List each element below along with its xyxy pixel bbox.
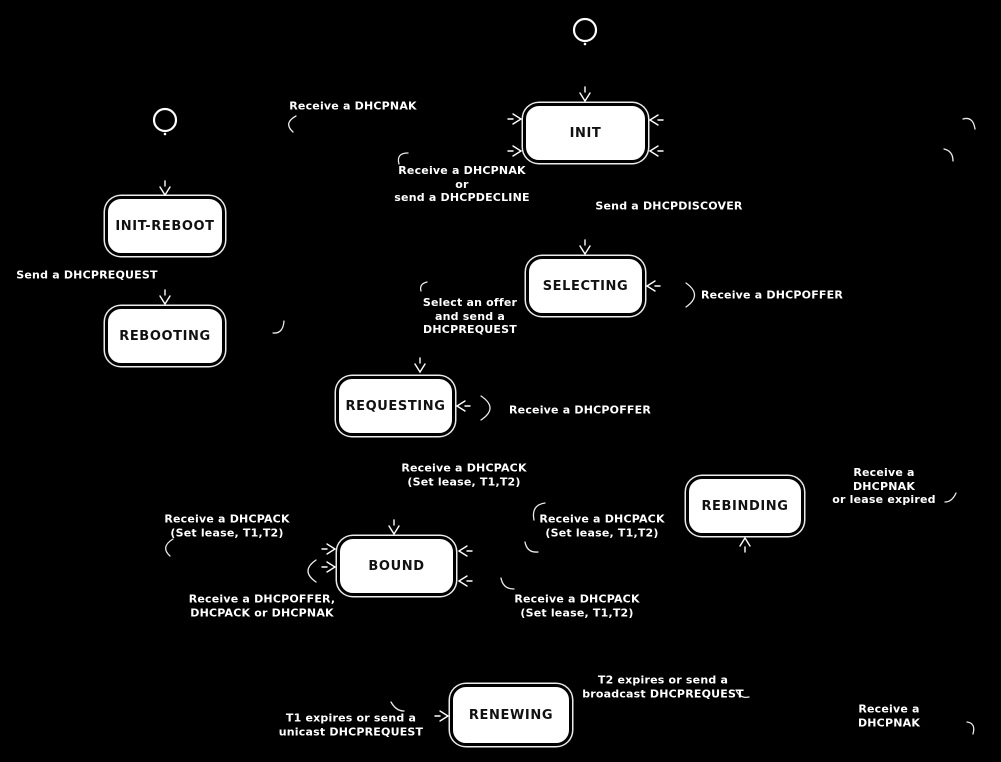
state-rebooting: REBOOTING (105, 306, 225, 366)
state-label: BOUND (368, 558, 425, 574)
curved-corner-arc (398, 153, 408, 164)
state-selecting: SELECTING (526, 256, 645, 316)
label-requesting-loop-dhcpoffer: Receive a DHCPOFFER (508, 403, 652, 417)
state-label: RENEWING (468, 707, 554, 723)
state-init-reboot: INIT-REBOOT (105, 196, 225, 256)
label-bound-loop-ignore: Receive a DHCPOFFER, DHCPACK or DHCPNAK (188, 592, 336, 620)
curved-corner-arc (967, 722, 974, 734)
state-label: SELECTING (542, 278, 629, 294)
label-select-offer-send-request: Select an offer and send a DHCPREQUEST (422, 295, 518, 336)
arrowhead-icon (322, 562, 335, 572)
arrowhead-icon (580, 240, 590, 254)
state-renewing: RENEWING (450, 684, 572, 746)
label-t1-expires: T1 expires or send a unicast DHCPREQUEST (278, 711, 424, 739)
arrowhead-icon (508, 114, 521, 124)
state-label: REBOOTING (119, 328, 211, 344)
curved-corner-arc (501, 578, 514, 589)
arrowhead-icon (457, 401, 470, 411)
self-loop-arc (308, 560, 316, 582)
state-label: REQUESTING (345, 398, 446, 414)
curved-corner-arc (421, 282, 427, 291)
arrowhead-icon (508, 146, 521, 156)
label-rebooting-to-init: Receive a DHCPNAK (289, 99, 417, 113)
label-requesting-to-bound-ack: Receive a DHCPACK (Set lease, T1,T2) (401, 461, 527, 489)
curved-corner-arc (525, 542, 538, 552)
label-rebinding-to-init-nak: Receive a DHCPNAK or lease expired (832, 465, 936, 506)
label-to-init-nak-or-decline: Receive a DHCPNAK or send a DHCPDECLINE (394, 163, 530, 204)
arrowhead-icon (647, 281, 660, 291)
edge-dot (163, 132, 167, 136)
label-renewing-to-bound-ack: Receive a DHCPACK (Set lease, T1,T2) (539, 512, 665, 540)
arrowhead-icon (322, 544, 335, 554)
arrowhead-icon (459, 576, 472, 586)
arrowhead-icon (650, 146, 663, 156)
state-bound: BOUND (337, 536, 456, 596)
arrowhead-icon (415, 358, 425, 372)
arrowhead-icons (160, 87, 750, 721)
arrowhead-icon (580, 87, 590, 101)
curved-corner-arc (963, 118, 975, 129)
arrowhead-icon (160, 181, 170, 195)
curved-corner-arc (944, 149, 953, 161)
label-send-dhcpdiscover: Send a DHCPDISCOVER (595, 199, 743, 213)
curved-corner-arc (166, 539, 173, 556)
state-requesting: REQUESTING (336, 376, 455, 436)
edge-corner-arcs (166, 116, 975, 734)
arrowhead-icon (650, 115, 663, 125)
curved-corner-arc (945, 493, 956, 502)
label-send-dhcprequest: Send a DHCPREQUEST (16, 268, 158, 282)
edge-dot (583, 42, 587, 46)
curved-corner-arc (289, 116, 296, 132)
start-state-icon (574, 19, 596, 41)
state-label: INIT-REBOOT (115, 218, 215, 234)
arrowhead-icon (435, 711, 448, 721)
curved-corner-arc (273, 321, 284, 333)
arrowhead-icon (459, 546, 472, 556)
curved-corner-arc (533, 503, 545, 520)
curved-corner-arc (736, 690, 749, 697)
label-rebooting-to-bound-ack: Receive a DHCPACK (Set lease, T1,T2) (164, 512, 290, 540)
state-label: REBINDING (701, 498, 789, 514)
state-rebinding: REBINDING (686, 476, 804, 536)
arrowhead-icon (160, 290, 170, 304)
label-t2-expires: T2 expires or send a broadcast DHCPREQUE… (582, 673, 744, 701)
arrowhead-icon (740, 538, 750, 552)
self-loop-arc (686, 283, 695, 307)
state-init: INIT (523, 103, 648, 163)
state-label: INIT (569, 125, 602, 141)
curved-corner-arc (391, 702, 404, 711)
label-selecting-loop-dhcpoffer: Receive a DHCPOFFER (700, 288, 844, 302)
self-loop-arc (481, 396, 490, 420)
label-rebinding-to-bound-ack: Receive a DHCPACK (Set lease, T1,T2) (514, 592, 640, 620)
start-state-icon (154, 109, 176, 131)
arrowhead-icon (389, 520, 399, 534)
label-renewing-to-init-nak: Receive a DHCPNAK (857, 702, 921, 730)
